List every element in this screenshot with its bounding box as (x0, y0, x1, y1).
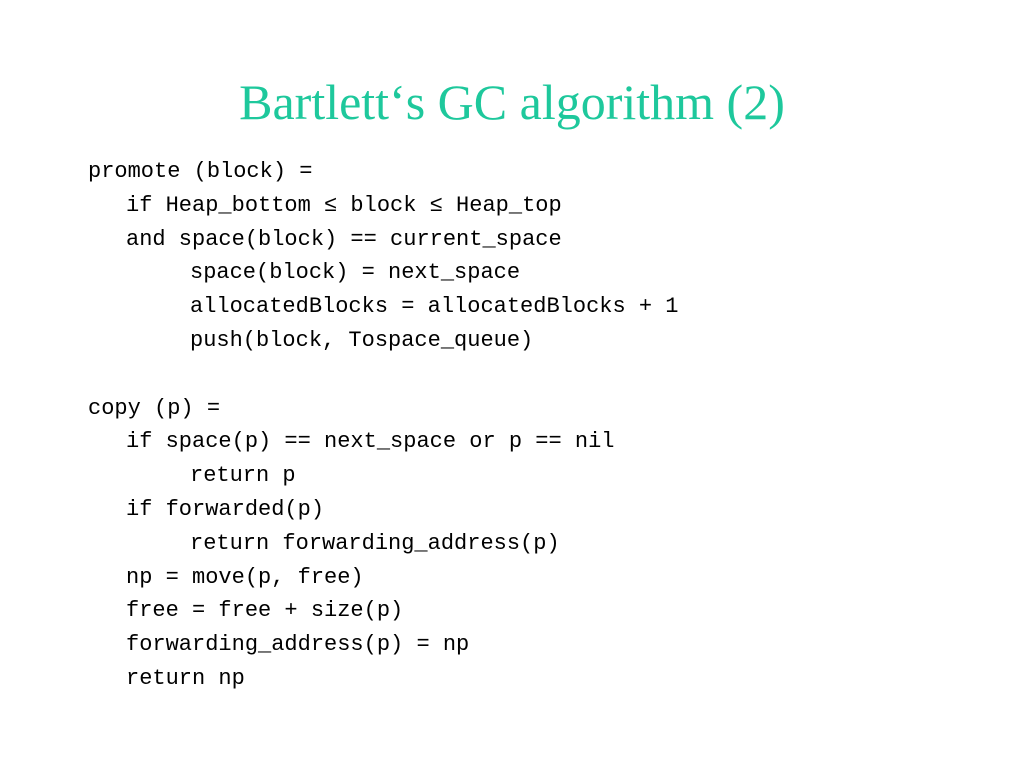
code-line: if forwarded(p) (126, 496, 325, 522)
code-line: if Heap_bottom ≤ block ≤ Heap_top (126, 192, 562, 218)
code-block: promote (block) = if Heap_bottom ≤ block … (88, 155, 678, 696)
code-line: return p (190, 463, 296, 489)
code-line: copy (p) = (88, 395, 221, 421)
code-line: and space(block) == current_space (126, 226, 562, 252)
code-line: push(block, Tospace_queue) (190, 327, 534, 353)
code-line: return forwarding_address(p) (190, 530, 560, 556)
code-line: np = move(p, free) (126, 564, 364, 590)
code-line: return np (126, 665, 245, 691)
code-line: space(block) = next_space (190, 260, 521, 286)
code-line: if space(p) == next_space or p == nil (126, 429, 615, 455)
blank-line (88, 358, 678, 392)
code-line: promote (block) = (88, 159, 313, 184)
code-line: allocatedBlocks = allocatedBlocks + 1 (190, 294, 679, 320)
code-line: forwarding_address(p) = np (126, 632, 470, 658)
code-line: free = free + size(p) (126, 598, 404, 624)
slide-title: Bartlett‘s GC algorithm (2) (239, 74, 785, 130)
